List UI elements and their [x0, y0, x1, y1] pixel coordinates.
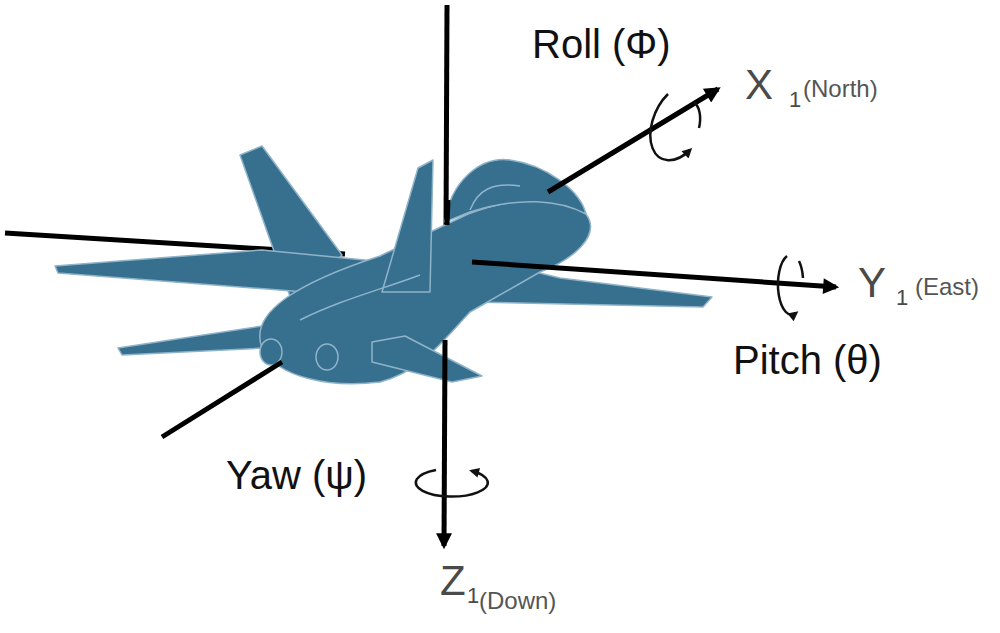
roll-arrow — [694, 102, 700, 128]
x-axis-line — [548, 89, 718, 192]
pitch-arrow — [778, 256, 796, 315]
x-axis-line — [162, 362, 282, 437]
rotation-arrows — [416, 94, 803, 497]
direction-label: (Down) — [479, 589, 556, 613]
axis-subscript: 1 — [789, 89, 801, 111]
direction-label: (North) — [803, 77, 878, 101]
engine-nozzle — [316, 344, 338, 370]
rotation-label: Yaw (ψ) — [226, 455, 367, 495]
canopy — [445, 160, 586, 222]
engine-nozzle — [260, 339, 282, 365]
roll-arrow — [650, 94, 690, 160]
tail-fin — [382, 160, 433, 292]
axis-subscript: 1 — [467, 585, 479, 607]
canopy-frame — [470, 185, 520, 210]
stabilizer — [372, 336, 482, 382]
z-axis-line — [444, 340, 445, 546]
z-axis-line — [446, 5, 447, 230]
axis-label: Y — [858, 262, 886, 304]
fuselage-line — [300, 275, 420, 320]
z-axis-line — [447, 200, 448, 225]
rotation-label: Pitch (θ) — [733, 340, 882, 380]
axis-label: X — [745, 64, 773, 106]
yaw-arrow — [416, 470, 488, 497]
axis-subscript: 1 — [896, 287, 908, 309]
rotation-label: Roll (Φ) — [532, 24, 671, 64]
pitch-arrow — [799, 261, 803, 278]
direction-label: (East) — [915, 275, 979, 299]
aircraft — [55, 146, 712, 384]
axis-label: Z — [440, 560, 466, 602]
